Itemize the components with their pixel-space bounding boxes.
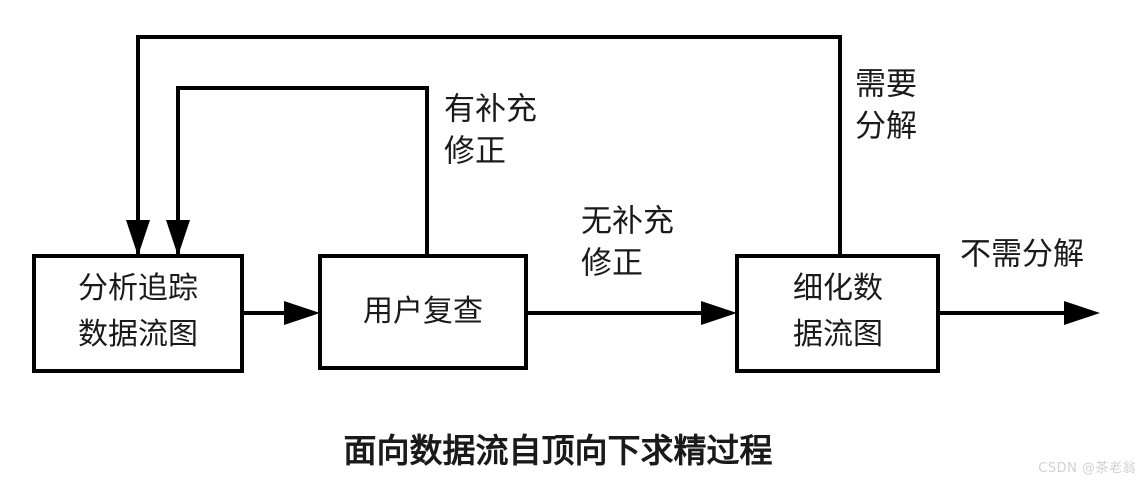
edge-review-to-refine: [526, 301, 737, 325]
node-analyze[interactable]: 分析追踪 数据流图: [32, 254, 244, 373]
edge-has-supplement-path: [176, 86, 429, 258]
edge-analyze-to-review-arrowhead: [284, 301, 320, 325]
label-has-supplement: 有补充 修正: [444, 92, 537, 170]
node-analyze-label-line2: 数据流图: [78, 317, 198, 352]
label-no-decompose-line1: 不需分解: [960, 237, 1084, 273]
node-refine[interactable]: 细化数 据流图: [735, 254, 940, 373]
edge-need-decompose-path: [136, 35, 842, 258]
node-refine-box[interactable]: [735, 254, 940, 373]
label-need-decompose: 需要 分解: [855, 67, 917, 145]
label-no-supplement: 无补充 修正: [581, 204, 674, 282]
label-no-supplement-line1: 无补充: [581, 204, 674, 240]
csdn-watermark: CSDN @茶老翁: [1038, 461, 1136, 476]
label-no-supplement-line2: 修正: [581, 246, 643, 282]
edge-no-decompose: [938, 301, 1100, 325]
label-has-supplement-line1: 有补充: [444, 92, 537, 128]
label-no-decompose: 不需分解: [960, 237, 1084, 273]
label-has-supplement-line2: 修正: [444, 134, 506, 170]
node-refine-label-line1: 细化数: [793, 271, 883, 306]
label-need-decompose-line1: 需要: [855, 67, 917, 103]
node-analyze-label-line1: 分析追踪: [78, 271, 198, 306]
diagram-caption: 面向数据流自顶向下求精过程: [344, 431, 773, 470]
node-review-box[interactable]: [318, 254, 528, 370]
edge-analyze-to-review: [242, 301, 320, 325]
node-refine-label-line2: 据流图: [793, 317, 883, 352]
edge-need-decompose: [126, 35, 842, 258]
edge-no-decompose-arrowhead: [1064, 301, 1100, 325]
edge-has-supplement-arrowhead: [166, 220, 190, 256]
node-review-label-line1: 用户复查: [363, 294, 483, 329]
node-analyze-box[interactable]: [32, 254, 244, 373]
edge-review-to-refine-arrowhead: [701, 301, 737, 325]
node-review[interactable]: 用户复查: [318, 254, 528, 370]
label-need-decompose-line2: 分解: [855, 109, 917, 145]
edge-has-supplement: [166, 86, 429, 258]
edge-need-decompose-arrowhead: [126, 220, 150, 256]
